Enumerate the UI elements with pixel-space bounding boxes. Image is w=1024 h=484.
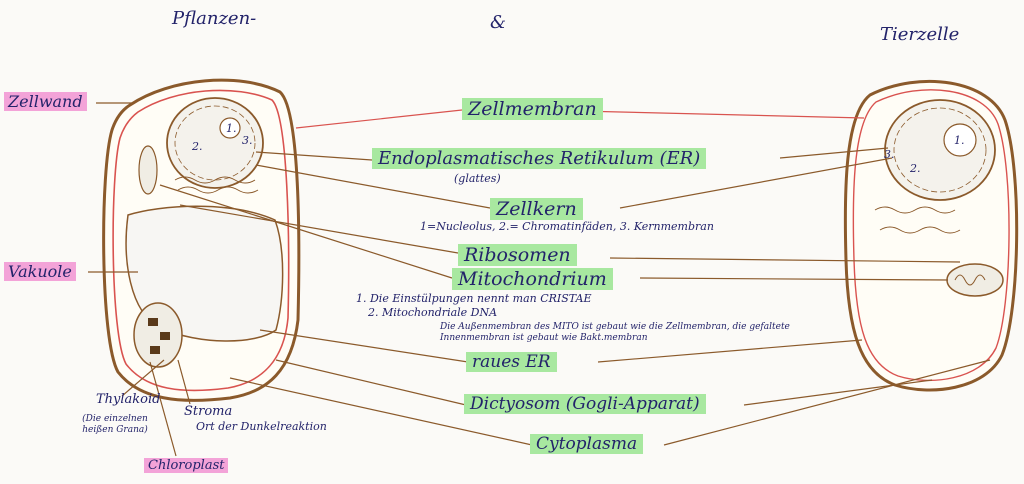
label-stroma-note: Ort der Dunkelreaktion bbox=[196, 420, 327, 433]
plant-num-1: 1. bbox=[226, 122, 237, 135]
label-thylakoid: Thylakoid bbox=[96, 392, 161, 407]
animal-cell-membrane bbox=[852, 89, 1010, 382]
plant-num-2: 2. bbox=[192, 140, 203, 153]
label-mitochondrium: Mitochondrium bbox=[452, 268, 613, 290]
label-zellmembran: Zellmembran bbox=[462, 98, 603, 120]
plant-nucleolus bbox=[219, 117, 241, 139]
plant-title: Pflanzen- bbox=[172, 8, 257, 29]
plant-cell-membrane bbox=[112, 89, 290, 392]
animal-cell bbox=[843, 79, 1019, 392]
label-zellkern: Zellkern bbox=[490, 198, 583, 220]
label-raues-er: raues ER bbox=[466, 352, 557, 372]
label-mito-note2: 2. Mitochondriale DNA bbox=[368, 306, 498, 319]
plant-cell bbox=[102, 78, 301, 402]
plant-num-3: 3. bbox=[242, 134, 253, 147]
plant-nucleus bbox=[166, 97, 264, 189]
label-mito-note3: Die Außenmembran des MITO ist gebaut wie… bbox=[440, 322, 790, 343]
label-dictyosom: Dictyosom (Gogli-Apparat) bbox=[464, 394, 706, 414]
animal-nucleus bbox=[884, 99, 996, 201]
label-zellkern-note: 1=Nucleolus, 2.= Chromatinfäden, 3. Kern… bbox=[420, 220, 714, 233]
label-zellwand: Zellwand bbox=[4, 92, 87, 111]
animal-nucleolus bbox=[943, 123, 977, 157]
label-er: Endoplasmatisches Retikulum (ER) bbox=[372, 148, 707, 169]
label-mito-note1: 1. Die Einstülpungen nennt man CRISTAE bbox=[356, 292, 592, 305]
plant-mitochondrion bbox=[138, 145, 158, 195]
label-stroma: Stroma bbox=[184, 404, 233, 419]
animal-num-2: 2. bbox=[910, 162, 921, 175]
animal-num-3: 3. bbox=[884, 148, 895, 161]
label-vakuole: Vakuole bbox=[4, 262, 76, 281]
label-er-note: (glattes) bbox=[454, 172, 501, 185]
label-thylakoid-note: (Die einzelnen heißen Grana) bbox=[82, 414, 148, 435]
chloroplast-shape bbox=[133, 302, 183, 368]
animal-num-1: 1. bbox=[954, 134, 965, 147]
label-chloroplast: Chloroplast bbox=[144, 458, 229, 473]
animal-title: Tierzelle bbox=[880, 24, 960, 45]
and-sign: & bbox=[490, 12, 507, 33]
connector-lines bbox=[88, 102, 991, 457]
label-cytoplasma: Cytoplasma bbox=[530, 434, 644, 454]
label-ribosomen: Ribosomen bbox=[458, 244, 577, 266]
